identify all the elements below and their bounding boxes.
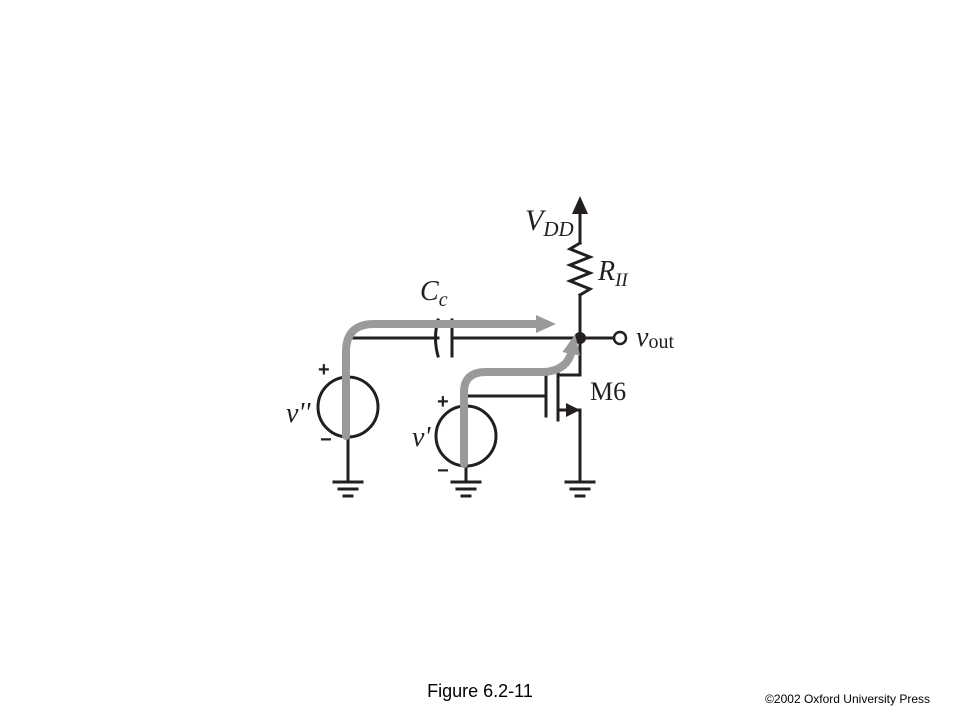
figure-caption: Figure 6.2-11 <box>427 681 533 701</box>
resistor-label: RII <box>597 256 629 291</box>
signal-path-through-capacitor <box>342 315 556 440</box>
transistor-label: M6 <box>590 377 626 406</box>
left-plus-sign: + <box>318 359 330 381</box>
right-minus-sign: − <box>437 460 449 482</box>
source-arrow-icon <box>566 403 580 417</box>
left-source-label: v'' <box>286 398 311 429</box>
ground-m6-icon <box>564 480 596 498</box>
resistor-r2 <box>565 240 595 298</box>
capacitor-label: Cc <box>420 276 448 311</box>
vout-label: vout <box>636 322 674 353</box>
vdd-supply <box>572 196 588 245</box>
transistor-m6 <box>464 336 596 498</box>
output-terminal <box>612 330 628 346</box>
ground-left-icon <box>332 480 364 498</box>
right-source-label: v' <box>412 422 431 453</box>
copyright-notice: ©2002 Oxford University Press <box>765 692 930 706</box>
ground-right-icon <box>450 480 482 498</box>
vdd-label: VDD <box>525 204 574 241</box>
signal-path-through-transistor <box>460 334 581 468</box>
right-plus-sign: + <box>437 391 449 413</box>
left-minus-sign: − <box>320 429 332 451</box>
vdd-arrow-icon <box>572 196 588 214</box>
